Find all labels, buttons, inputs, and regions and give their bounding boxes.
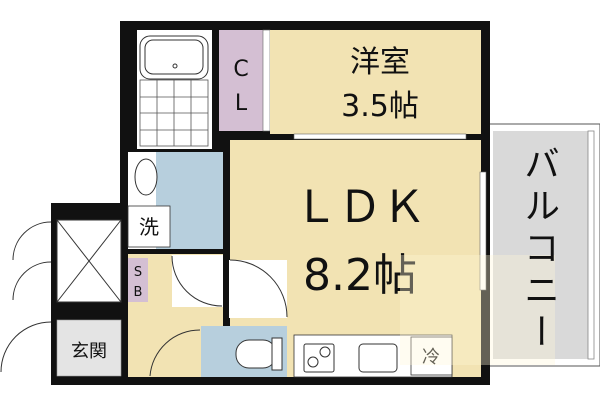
western-room-name: 洋室 [350,45,410,80]
ldk-name: ＬＤＫ [294,182,426,233]
closet-label-c: C [233,57,248,82]
sink-icon [358,343,398,373]
western-room-size: 3.5帖 [341,89,419,124]
toilet [149,326,287,377]
entrance-label: 玄関 [71,341,107,362]
closet: C L [219,29,271,132]
western-room: 洋室 3.5帖 [270,30,481,140]
balcony-label: バルコニー [518,145,559,355]
fridge-label: 冷 [422,347,440,368]
storage-label-s: S [134,265,142,280]
shoe-cabinet [12,219,122,303]
ldk-size: 8.2帖 [303,250,417,301]
balcony [488,123,600,367]
kitchen-counter: 冷 [293,334,453,378]
watermark-logo [400,255,555,365]
stove-icon [303,343,335,373]
entrance: 玄関 [0,319,122,377]
storage: S B [128,258,148,302]
storage-label-b: B [134,285,143,300]
wash-room: 洗 [127,152,223,249]
bathroom [137,30,212,149]
closet-label-l: L [235,91,248,116]
washer-label: 洗 [139,215,159,239]
